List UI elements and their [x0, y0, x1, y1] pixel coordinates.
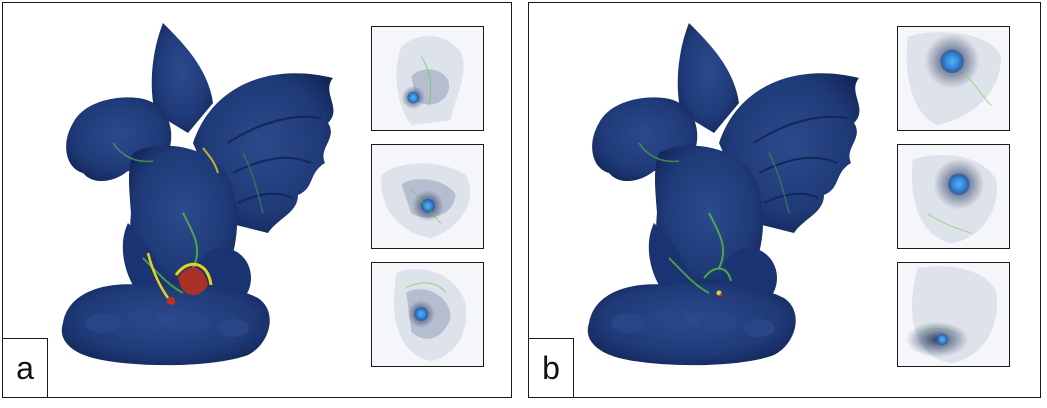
thumbnail-view-2 — [897, 144, 1010, 249]
panel-b: b — [528, 2, 1041, 398]
panel-label: b — [528, 338, 574, 398]
thumbnail-view-1 — [371, 26, 484, 131]
thumbnail-view-2 — [371, 144, 484, 249]
panel-a: a — [2, 2, 512, 398]
thumbnail-view-3 — [897, 262, 1010, 367]
gargoyle-render — [569, 23, 869, 368]
thumbnail-view-3 — [371, 262, 484, 367]
thumbnail-view-1 — [897, 26, 1010, 131]
panel-label: a — [2, 338, 48, 398]
gargoyle-render — [43, 23, 343, 368]
